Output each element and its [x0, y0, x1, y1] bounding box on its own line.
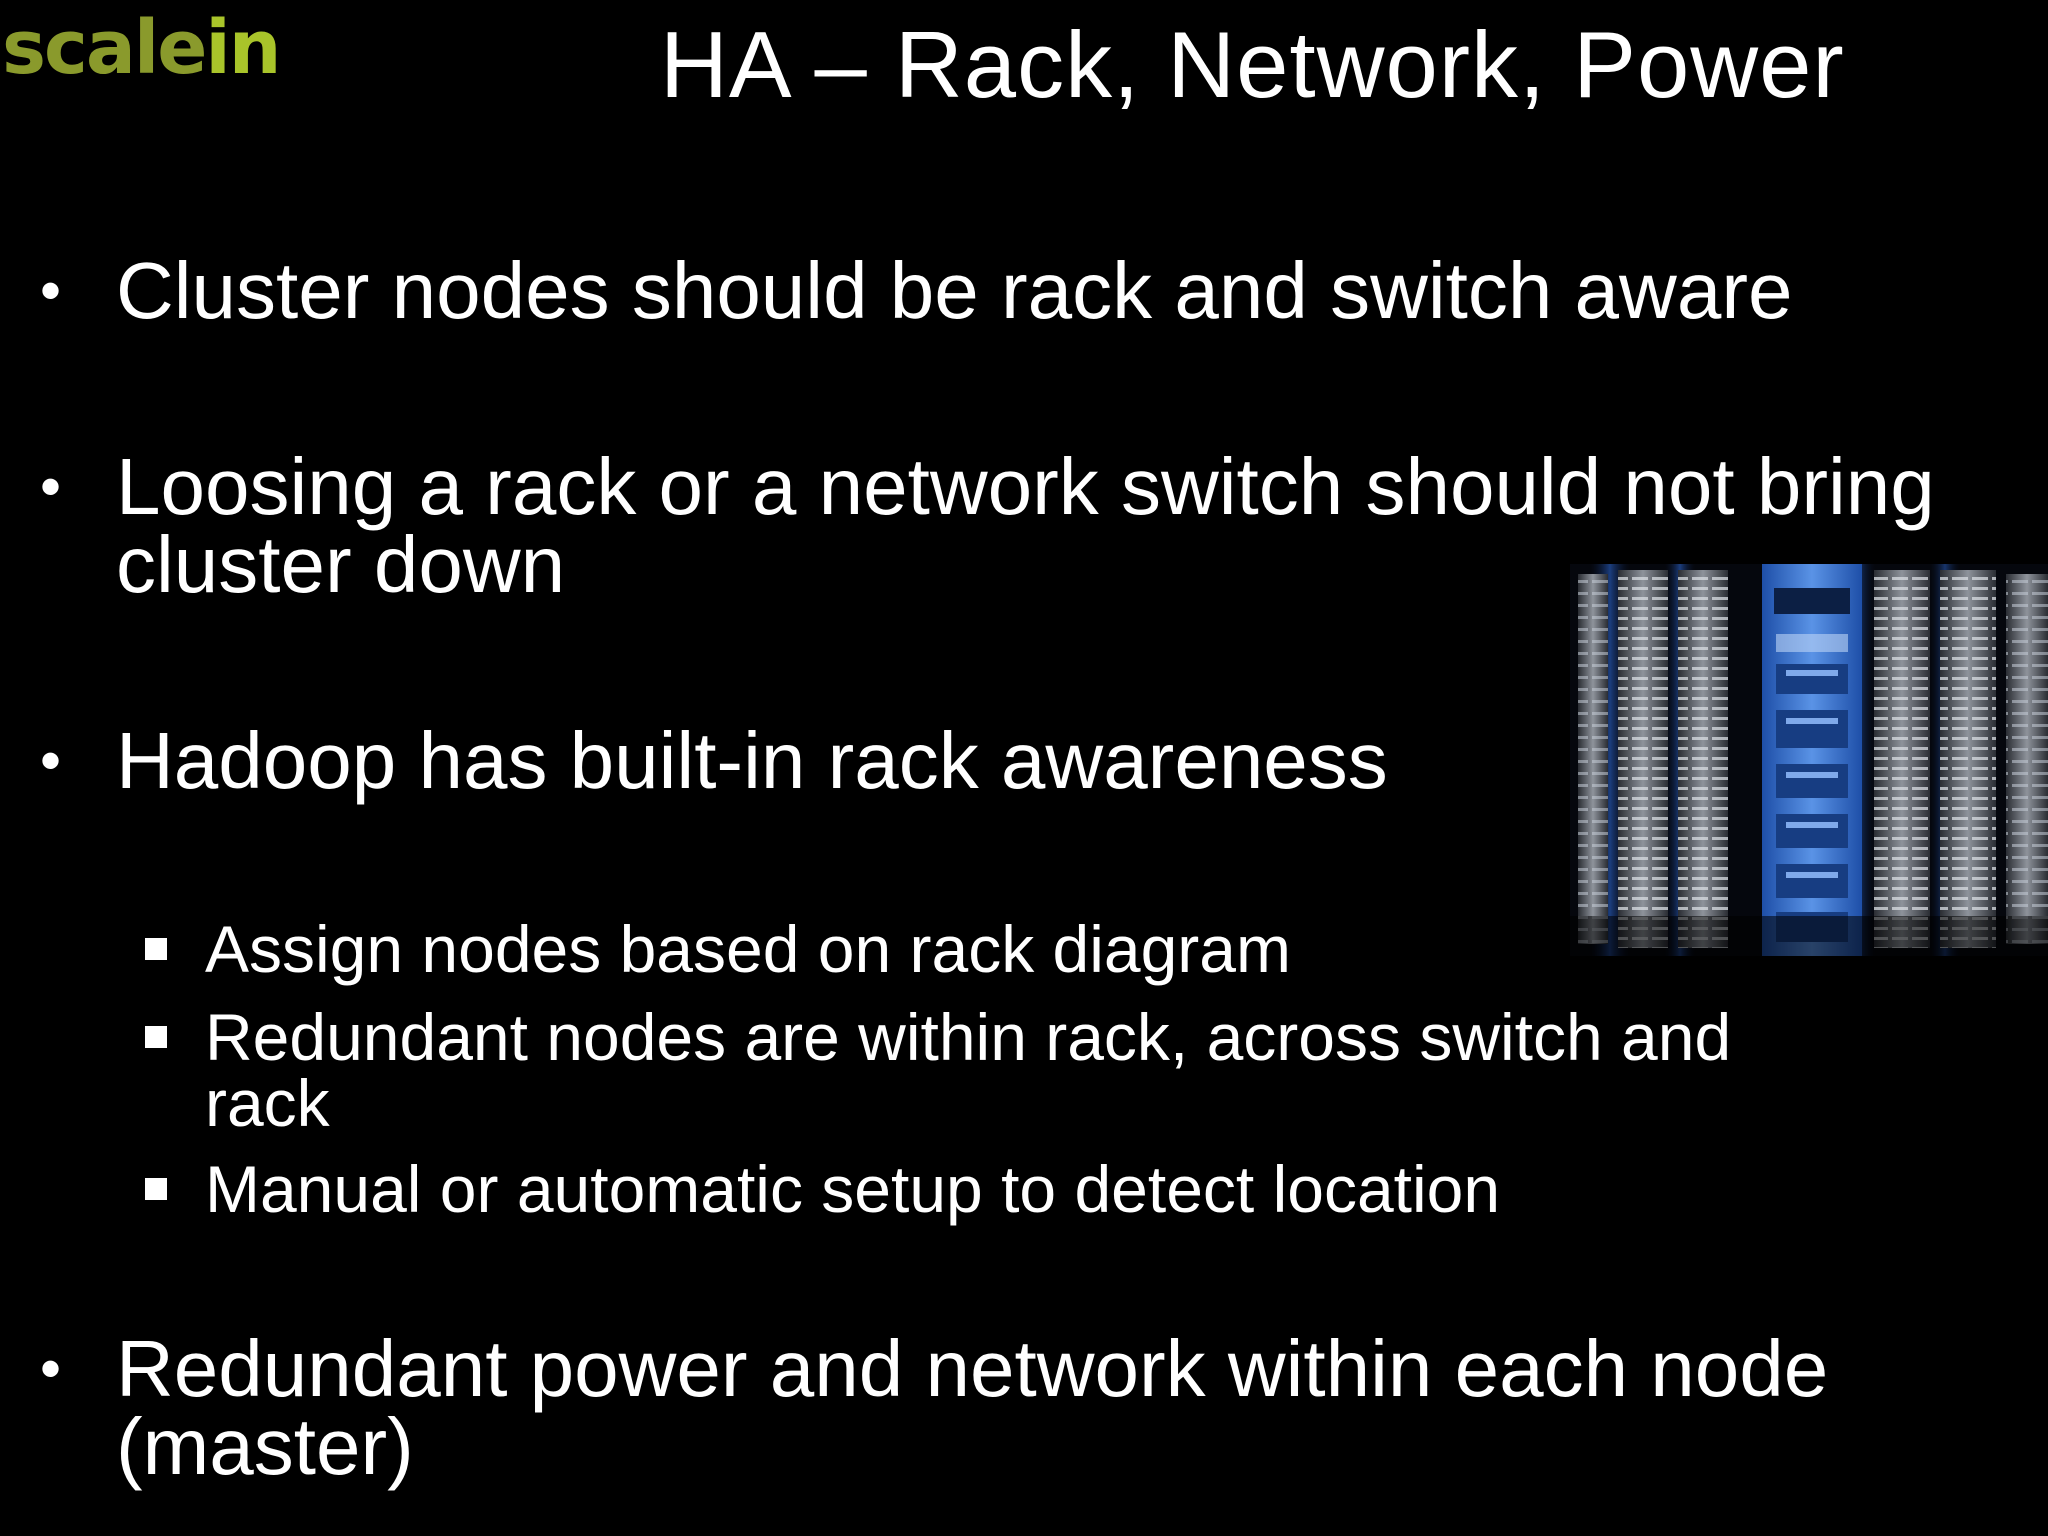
bullet-text: Loosing a rack or a network switch shoul…: [116, 442, 1935, 531]
sub-bullet-text: Assign nodes based on rack diagram: [205, 912, 1291, 986]
bullet-text: Redundant power and network within each …: [116, 1324, 1829, 1413]
server-racks-illustration: [1570, 564, 2048, 956]
sub-bullet-text-continued: rack: [205, 1066, 330, 1140]
bullet-text: Cluster nodes should be rack and switch …: [116, 246, 1793, 335]
scalein-logo: scalein: [2, 8, 362, 88]
server-racks-photo: [1570, 564, 2048, 956]
sub-bullet-text: Manual or automatic setup to detect loca…: [205, 1152, 1501, 1226]
bullet-text-continued: cluster down: [116, 520, 566, 609]
square-bullet-icon: [145, 938, 167, 960]
logo-part-in: in: [205, 5, 281, 91]
slide-title: HA – Rack, Network, Power: [660, 12, 1845, 117]
bullet-text-continued: (master): [116, 1402, 414, 1491]
square-bullet-icon: [145, 1178, 167, 1200]
bullet-text: Hadoop has built-in rack awareness: [116, 716, 1388, 805]
logo-part-scale: scale: [2, 5, 207, 91]
bullet-dot-icon: •: [40, 727, 62, 794]
bullet-dot-icon: •: [40, 1335, 62, 1402]
square-bullet-icon: [145, 1026, 167, 1048]
bullet-dot-icon: •: [40, 257, 62, 324]
sub-bullet-text: Redundant nodes are within rack, across …: [205, 1000, 1732, 1074]
bullet-dot-icon: •: [40, 453, 62, 520]
